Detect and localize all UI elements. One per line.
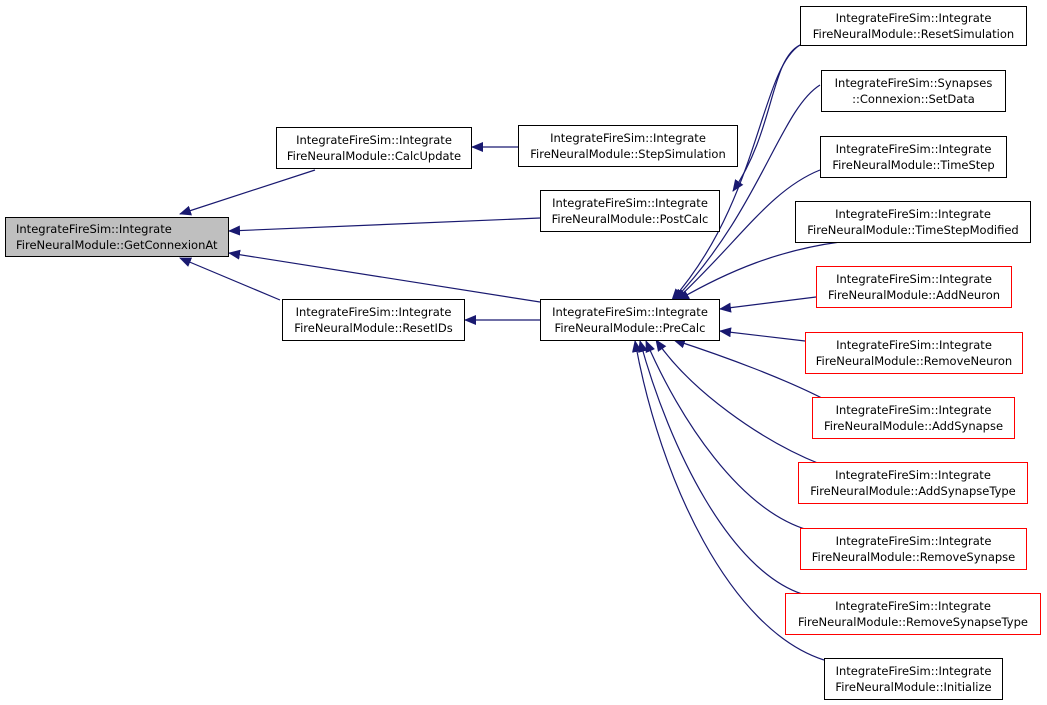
node-stepsimulation[interactable]: IntegrateFireSim::Integrate FireNeuralMo… (518, 125, 738, 167)
edge-addneuron-to-precalc (719, 296, 817, 313)
edge-precalc-to-getconnexionat (228, 249, 541, 303)
node-addneuron-line1: IntegrateFireSim::Integrate (836, 272, 992, 286)
node-precalc[interactable]: IntegrateFireSim::Integrate FireNeuralMo… (540, 299, 720, 341)
edge-resetsimulation-to-precalc (671, 44, 801, 301)
node-timestep-line2: FireNeuralModule::TimeStep (832, 158, 995, 172)
edge-resetsimulation-to-postcalc (732, 44, 801, 192)
node-initialize-line2: FireNeuralModule::Initialize (835, 680, 992, 694)
edge-resetids-to-getconnexionat (179, 257, 281, 301)
node-addsynapsetype-line1: IntegrateFireSim::Integrate (835, 468, 991, 482)
node-calcupdate-line2: FireNeuralModule::CalcUpdate (286, 149, 462, 163)
edge-removesynapse-to-precalc (645, 340, 809, 531)
node-resetsimulation-line1: IntegrateFireSim::Integrate (835, 11, 992, 25)
node-resetids-line1: IntegrateFireSim::Integrate (295, 305, 452, 319)
node-addsynapse[interactable]: IntegrateFireSim::Integrate FireNeuralMo… (812, 397, 1015, 439)
node-stepsimulation-line2: FireNeuralModule::StepSimulation (530, 147, 726, 161)
node-addneuron[interactable]: IntegrateFireSim::Integrate FireNeuralMo… (816, 266, 1012, 308)
edge-addsynapse-to-precalc (673, 338, 836, 406)
node-timestep[interactable]: IntegrateFireSim::Integrate FireNeuralMo… (820, 136, 1007, 178)
node-timestepmodified-line2: FireNeuralModule::TimeStepModified (807, 223, 1019, 237)
edge-timestepmodified-to-precalc (677, 241, 841, 301)
node-timestepmodified[interactable]: IntegrateFireSim::Integrate FireNeuralMo… (795, 201, 1031, 243)
node-getconnexionat-line2: FireNeuralModule::GetConnexionAt (16, 238, 218, 252)
node-setdata-line2: ::Connexion::SetData (852, 92, 975, 106)
node-postcalc-line2: FireNeuralModule::PostCalc (551, 212, 709, 226)
node-addsynapsetype[interactable]: IntegrateFireSim::Integrate FireNeuralMo… (798, 462, 1028, 504)
edge-addsynapsetype-to-precalc (655, 339, 821, 465)
node-setdata[interactable]: IntegrateFireSim::Synapses ::Connexion::… (821, 70, 1006, 112)
node-addsynapse-line2: FireNeuralModule::AddSynapse (823, 419, 1004, 433)
edge-calcupdate-to-getconnexionat (179, 169, 316, 216)
node-removeneuron[interactable]: IntegrateFireSim::Integrate FireNeuralMo… (805, 332, 1023, 374)
node-initialize-line1: IntegrateFireSim::Integrate (835, 664, 992, 678)
node-removeneuron-line1: IntegrateFireSim::Integrate (836, 338, 992, 352)
node-removesynapsetype-line1: IntegrateFireSim::Integrate (835, 599, 991, 613)
node-removesynapse-line1: IntegrateFireSim::Integrate (835, 534, 992, 548)
node-precalc-line1: IntegrateFireSim::Integrate (552, 305, 708, 319)
node-getconnexionat: IntegrateFireSim::Integrate FireNeuralMo… (5, 217, 229, 257)
edge-setdata-to-precalc (673, 84, 821, 301)
node-resetids-line2: FireNeuralModule::ResetIDs (294, 321, 453, 335)
node-postcalc[interactable]: IntegrateFireSim::Integrate FireNeuralMo… (540, 190, 720, 232)
edge-removesynapsetype-to-precalc (638, 340, 803, 595)
node-addneuron-line2: FireNeuralModule::AddNeuron (827, 288, 1001, 302)
node-getconnexionat-line1: IntegrateFireSim::Integrate (16, 222, 172, 236)
edge-removeneuron-to-precalc (719, 327, 806, 342)
node-removesynapsetype-line2: FireNeuralModule::RemoveSynapseType (798, 615, 1028, 629)
node-addsynapse-line1: IntegrateFireSim::Integrate (835, 403, 992, 417)
node-stepsimulation-line1: IntegrateFireSim::Integrate (550, 131, 706, 145)
node-setdata-line1: IntegrateFireSim::Synapses (834, 76, 993, 90)
node-precalc-line2: FireNeuralModule::PreCalc (554, 321, 706, 335)
node-resetsimulation-line2: FireNeuralModule::ResetSimulation (812, 27, 1015, 41)
node-calcupdate[interactable]: IntegrateFireSim::Integrate FireNeuralMo… (276, 127, 472, 169)
node-addsynapsetype-line2: FireNeuralModule::AddSynapseType (810, 484, 1016, 498)
node-removesynapse-line2: FireNeuralModule::RemoveSynapse (811, 550, 1016, 564)
node-timestepmodified-line1: IntegrateFireSim::Integrate (835, 207, 991, 221)
node-resetsimulation[interactable]: IntegrateFireSim::Integrate FireNeuralMo… (800, 6, 1027, 46)
edge-postcalc-to-getconnexionat (228, 217, 541, 236)
node-removesynapse[interactable]: IntegrateFireSim::Integrate FireNeuralMo… (800, 528, 1027, 570)
node-timestep-line1: IntegrateFireSim::Integrate (835, 142, 992, 156)
node-removesynapsetype[interactable]: IntegrateFireSim::Integrate FireNeuralMo… (785, 593, 1041, 635)
node-resetids[interactable]: IntegrateFireSim::Integrate FireNeuralMo… (282, 299, 465, 341)
node-initialize[interactable]: IntegrateFireSim::Integrate FireNeuralMo… (824, 658, 1003, 700)
edge-timestep-to-precalc (675, 169, 821, 301)
edge-initialize-to-precalc (632, 340, 825, 661)
node-calcupdate-line1: IntegrateFireSim::Integrate (296, 133, 452, 147)
node-removeneuron-line2: FireNeuralModule::RemoveNeuron (815, 354, 1013, 368)
node-postcalc-line1: IntegrateFireSim::Integrate (552, 196, 708, 210)
